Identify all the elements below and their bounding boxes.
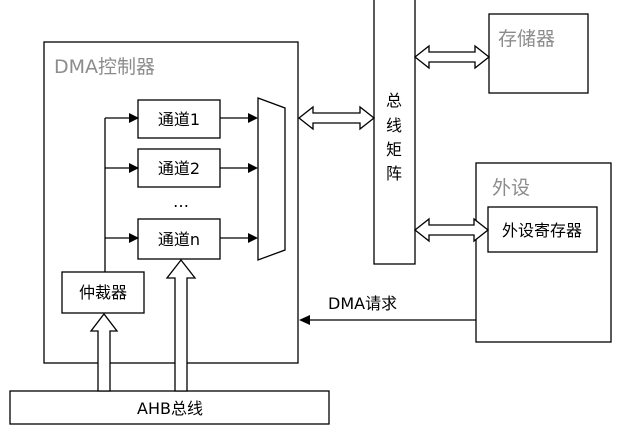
channel-1-label: 通道1 [158, 110, 200, 129]
channel-2-box [137, 148, 221, 188]
mux-bus-double-arrow [297, 105, 376, 131]
channel-2-label: 通道2 [158, 159, 200, 178]
bus-memory-double-arrow [413, 44, 491, 70]
arbiter-label: 仲裁器 [79, 283, 127, 302]
channel-n-label: 通道n [158, 230, 200, 249]
ahb-bus-label: AHB总线 [137, 399, 203, 418]
ahb-to-channel-n-arrow [165, 258, 197, 392]
ahb-to-arbiter-arrow [89, 312, 119, 392]
bus-peripheral-double-arrow [413, 217, 490, 243]
peripheral-register-label: 外设寄存器 [502, 221, 582, 240]
channel-n-box [137, 218, 221, 260]
dma-request-label: DMA请求 [328, 294, 397, 313]
peripheral-register-box [487, 206, 598, 253]
bus-matrix-char-3: 矩 [386, 140, 402, 159]
peripheral-label: 外设 [492, 177, 530, 199]
bus-matrix-char-4: 阵 [386, 164, 402, 183]
channel-ellipsis: … [173, 192, 189, 211]
memory-label: 存储器 [498, 28, 555, 50]
bus-matrix-char-1: 总 [386, 91, 402, 110]
dma-controller-label: DMA控制器 [54, 56, 155, 78]
bus-matrix-char-2: 线 [386, 116, 402, 135]
channel-1-box [137, 99, 221, 139]
arbiter-channel-connector [104, 113, 139, 272]
memory-box [488, 13, 589, 94]
bus-matrix-box [373, 0, 416, 265]
ahb-bus-box [9, 390, 330, 425]
channel-to-mux-arrows [220, 113, 258, 243]
dma-request-arrow [299, 315, 476, 325]
multiplexer-shape [257, 97, 286, 261]
arbiter-box [61, 271, 145, 314]
